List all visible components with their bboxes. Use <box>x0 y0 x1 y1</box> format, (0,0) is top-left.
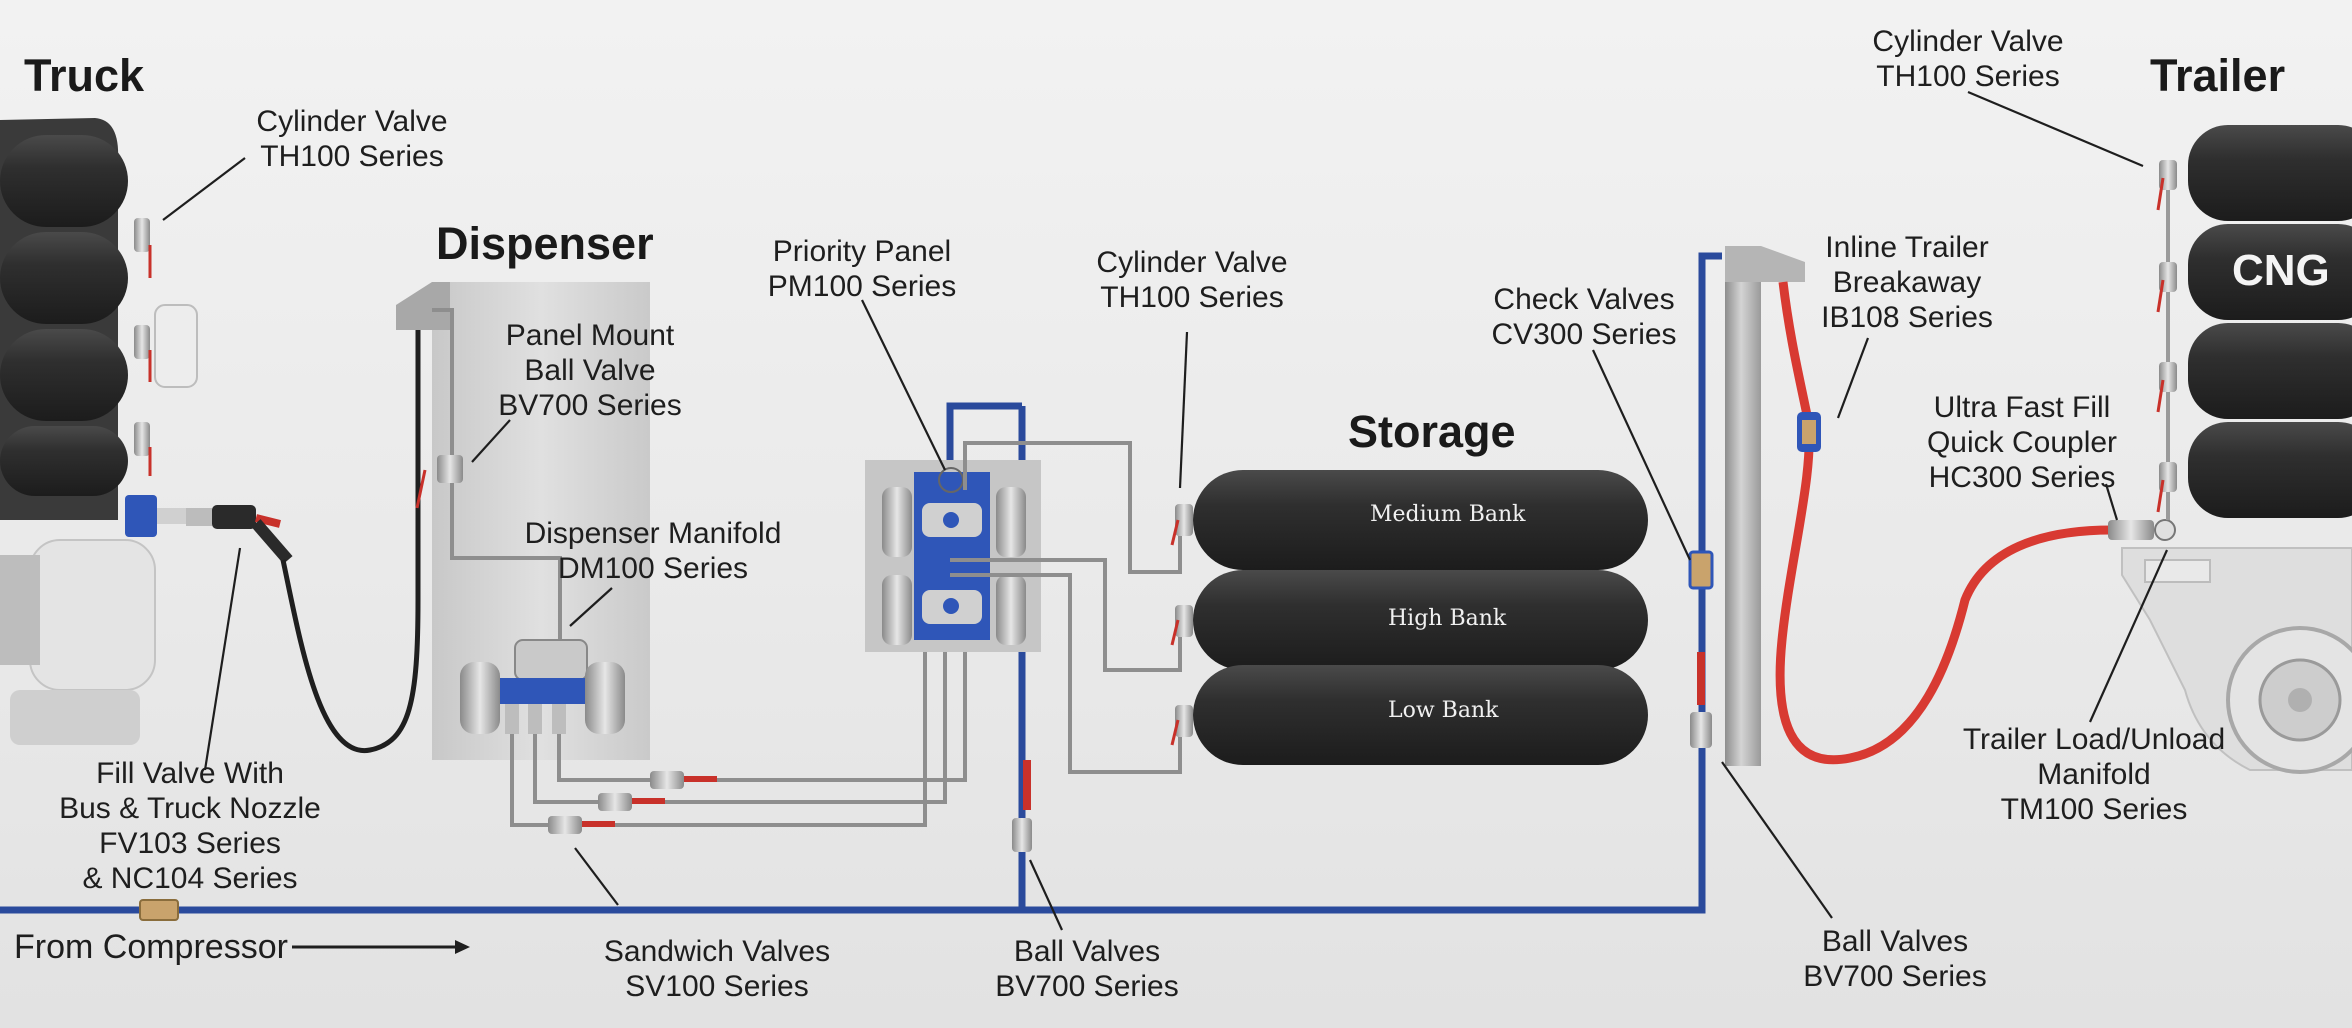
quick-coupler-icon <box>2108 519 2176 541</box>
truck-title: Truck <box>24 50 145 101</box>
trailer-tank-4 <box>2188 422 2352 518</box>
cylinder-valve-icon <box>2156 160 2177 513</box>
cylinder-valve-icon <box>1170 504 1193 746</box>
nozzle-icon <box>186 505 293 564</box>
truck-junction-box <box>154 304 198 388</box>
truck-graphic <box>0 118 293 745</box>
high-bank-label: High Bank <box>1388 606 1507 631</box>
trailer-tank-1 <box>2188 125 2352 221</box>
trailer-tank-3 <box>2188 323 2352 419</box>
trailer-tank-2 <box>2188 224 2352 320</box>
dispenser-hose <box>280 307 431 753</box>
truck-fender <box>29 539 156 691</box>
truck-step <box>10 690 140 745</box>
arrow-right-icon <box>292 940 470 954</box>
low-bank-label: Low Bank <box>1388 698 1499 723</box>
dispenser-supply-lines <box>510 600 967 827</box>
manifold-icon <box>460 639 625 734</box>
breakaway-icon <box>1797 412 1821 452</box>
truck-tank-1 <box>0 135 128 227</box>
cylinder-valve-icon <box>134 218 152 476</box>
trailer-title: Trailer <box>2150 50 2286 101</box>
breakaway-pole-graphic <box>1725 246 1805 766</box>
ball-valve-icon <box>415 455 463 509</box>
storage-tank-medium <box>1193 470 1648 570</box>
storage-graphic <box>1170 470 1648 765</box>
fill-receptacle <box>125 495 157 537</box>
storage-title: Storage <box>1348 406 1516 457</box>
from-compressor-label: From Compressor <box>14 928 288 966</box>
truck-tank-2 <box>0 232 128 324</box>
truck-tank-4 <box>0 426 128 496</box>
compressor-inline-fitting <box>139 899 179 921</box>
cng-marking: CNG <box>2232 246 2330 295</box>
storage-tank-high <box>1193 570 1648 670</box>
ball-valve-icon <box>1690 652 1712 748</box>
sandwich-valves-graphic <box>548 771 717 834</box>
dispenser-title: Dispenser <box>436 218 654 269</box>
medium-bank-label: Medium Bank <box>1370 502 1526 527</box>
ball-valve-icon <box>1012 760 1032 852</box>
dispenser-nozzle-holder <box>396 282 450 330</box>
dispenser-graphic <box>396 282 650 760</box>
priority-panel-graphic <box>865 460 1041 652</box>
truck-wheel-hub <box>0 555 40 665</box>
check-valve-icon <box>1688 550 1714 590</box>
truck-tank-3 <box>0 329 128 421</box>
trailer-fill-hose <box>1775 281 2113 765</box>
trailer-graphic <box>2121 125 2352 774</box>
callout-leaders <box>162 90 2169 931</box>
storage-tank-low <box>1193 665 1648 765</box>
storage-supply-lines <box>950 441 1182 774</box>
